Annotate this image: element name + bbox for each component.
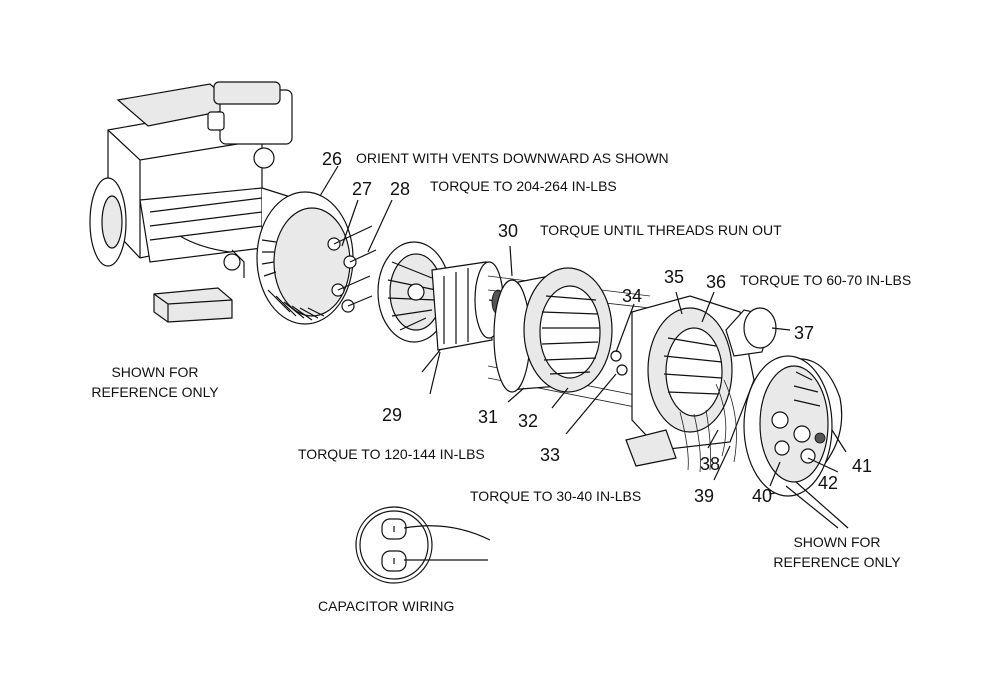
part-31-stator-illustration: [493, 267, 613, 409]
callout-39: 39: [694, 486, 715, 506]
reference-left-line-2: REFERENCE ONLY: [91, 384, 219, 400]
note-torque-120-144: TORQUE TO 120-144 IN-LBS: [298, 446, 485, 462]
callout-34: 34: [622, 286, 643, 306]
callout-37: 37: [794, 323, 815, 343]
reference-right-line-1: SHOWN FOR: [793, 534, 881, 550]
note-orient-vents: ORIENT WITH VENTS DOWNWARD AS SHOWN: [356, 150, 669, 166]
callout-36: 36: [706, 272, 727, 292]
part-35-end-bell-illustration: [625, 291, 755, 473]
reference-label-right: SHOWN FOR REFERENCE ONLY: [762, 532, 912, 572]
callout-38: 38: [700, 454, 721, 474]
callout-29: 29: [382, 405, 403, 425]
callout-35: 35: [664, 267, 685, 287]
callout-28: 28: [390, 179, 411, 199]
note-torque-204-264: TORQUE TO 204-264 IN-LBS: [430, 178, 617, 194]
part-33-34-fasteners: [565, 303, 635, 435]
callout-31: 31: [478, 407, 499, 427]
note-torque-threads: TORQUE UNTIL THREADS RUN OUT: [540, 222, 782, 238]
callout-30: 30: [498, 221, 519, 241]
callout-40: 40: [752, 486, 773, 506]
part-29-fan-illustration: [377, 241, 451, 343]
capacitor-wiring-inset: [355, 506, 491, 584]
callout-33: 33: [540, 445, 561, 465]
callout-42: 42: [818, 473, 839, 493]
callout-26: 26: [322, 149, 343, 169]
leader-lines: [319, 165, 339, 197]
part-27-28-bolts: [333, 199, 393, 307]
note-torque-30-40: TORQUE TO 30-40 IN-LBS: [470, 488, 642, 504]
callout-32: 32: [518, 411, 539, 431]
callout-27: 27: [352, 179, 373, 199]
part-26-adapter-illustration: [256, 191, 357, 325]
note-torque-60-70: TORQUE TO 60-70 IN-LBS: [740, 272, 912, 288]
capacitor-wiring-label: CAPACITOR WIRING: [318, 598, 455, 614]
part-37-capacitor-illustration: [725, 307, 791, 357]
part-40-control-panel-illustration: [743, 355, 849, 529]
reference-right-line-2: REFERENCE ONLY: [773, 554, 901, 570]
callout-41: 41: [852, 456, 873, 476]
reference-left-line-1: SHOWN FOR: [111, 364, 199, 380]
part-38-39-wires: [707, 379, 737, 481]
reference-label-left: SHOWN FOR REFERENCE ONLY: [80, 362, 230, 402]
